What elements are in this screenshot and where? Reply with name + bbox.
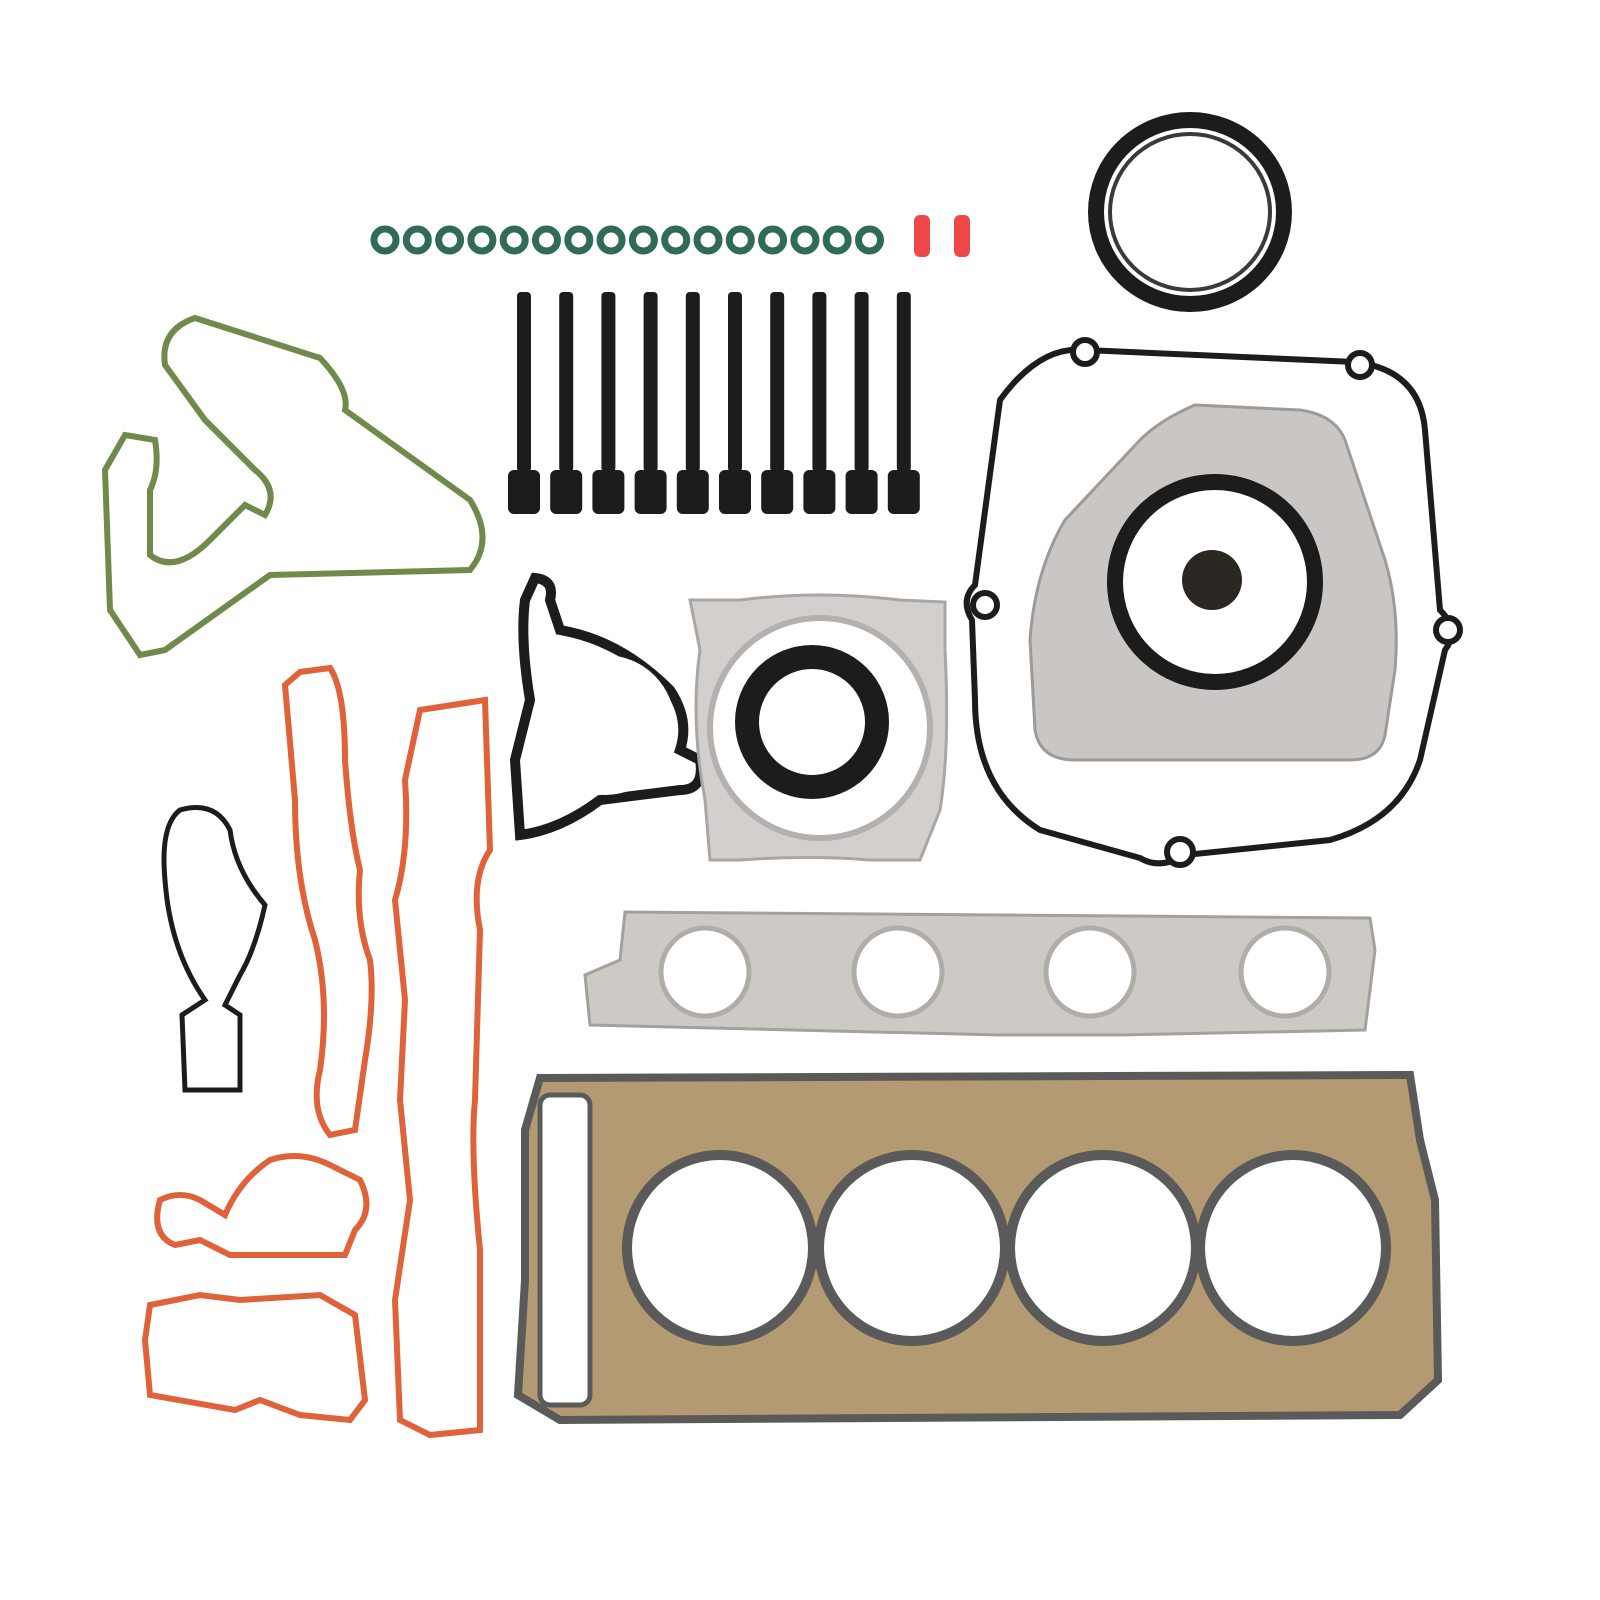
- exhaust-port: [851, 925, 945, 1019]
- valve-stem-seal: [661, 225, 691, 255]
- valve-stem-seal: [725, 225, 755, 255]
- valve-stem-seal: [693, 225, 723, 255]
- bolt-head: [592, 470, 625, 514]
- valve-stem-seal: [758, 225, 788, 255]
- crank-seal-ring: [1088, 112, 1292, 312]
- red-cap: [954, 215, 970, 257]
- bolt-head: [508, 470, 540, 514]
- red-cap: [914, 215, 930, 257]
- head-bolt: [845, 292, 878, 514]
- bolt-head: [761, 470, 794, 514]
- orange-gaskets: [141, 664, 494, 1439]
- bolt-shank: [601, 292, 616, 472]
- bolt-shank: [517, 292, 531, 472]
- cylinder-bore: [824, 1160, 1000, 1336]
- timing-gasket-lugs: [970, 337, 1463, 868]
- bolt-shank: [896, 292, 911, 472]
- intake-gasket-thin: [281, 664, 375, 1139]
- bolt-shank: [685, 292, 700, 472]
- exhaust-ports: [658, 925, 1332, 1019]
- bolt-shank: [770, 292, 785, 472]
- intake-manifold-gasket: [391, 696, 494, 1439]
- head-bolt: [592, 292, 625, 514]
- bolt-head: [634, 470, 667, 514]
- head-bolt: [634, 292, 667, 514]
- thermostat-gasket: [161, 805, 268, 1093]
- head-bolts: [508, 292, 920, 514]
- exhaust-port: [658, 925, 752, 1019]
- valve-stem-seal: [628, 225, 658, 255]
- head-bolt: [550, 292, 583, 514]
- head-bolt: [761, 292, 794, 514]
- valve-stem-seal: [435, 225, 465, 255]
- green-water-pump-gasket: [101, 314, 486, 659]
- head-bolt: [719, 292, 751, 514]
- oil-cooler-gasket: [154, 1153, 370, 1258]
- valve-stem-seal: [564, 225, 594, 255]
- head-bolt: [803, 292, 836, 514]
- exhaust-port: [1043, 925, 1137, 1019]
- bolt-head: [887, 470, 920, 514]
- head-bolt: [676, 292, 709, 514]
- bolt-head: [676, 470, 709, 514]
- seal-center-plug: [1182, 550, 1242, 610]
- exhaust-port: [1238, 925, 1332, 1019]
- red-caps: [914, 215, 970, 257]
- cylinder-bore: [632, 1160, 808, 1336]
- bolt-head: [803, 470, 836, 514]
- bolt-shank: [559, 292, 574, 472]
- vacuum-gasket-center: [535, 655, 675, 795]
- bolt-head: [719, 470, 751, 514]
- valve-stem-seals: [370, 225, 884, 255]
- cylinder-bore: [1015, 1160, 1191, 1336]
- head-bolt: [508, 292, 540, 514]
- bolt-head: [550, 470, 583, 514]
- bolt-shank: [643, 292, 658, 472]
- head-gasket-end-cutout: [537, 1092, 593, 1408]
- bolt-shank: [728, 292, 742, 472]
- bolt-head: [845, 470, 878, 514]
- head-bolt: [887, 292, 920, 514]
- valve-stem-seal: [532, 225, 561, 255]
- valve-stem-seal: [499, 225, 529, 255]
- bolt-shank: [854, 292, 869, 472]
- valve-stem-seal: [402, 225, 432, 255]
- valve-stem-seal: [790, 225, 820, 255]
- cylinder-bore: [1205, 1160, 1381, 1336]
- valve-stem-seal: [467, 225, 497, 255]
- oil-seal: [735, 645, 889, 799]
- valve-stem-seal: [855, 225, 884, 255]
- bolt-shank: [812, 292, 827, 472]
- cylinder-bores: [622, 1150, 1391, 1346]
- valve-stem-seal: [370, 225, 400, 255]
- exhaust-manifold-gasket: [583, 910, 1377, 1037]
- valve-stem-seal: [822, 225, 852, 255]
- valve-stem-seal: [596, 225, 626, 255]
- oil-filter-gasket: [141, 1291, 369, 1424]
